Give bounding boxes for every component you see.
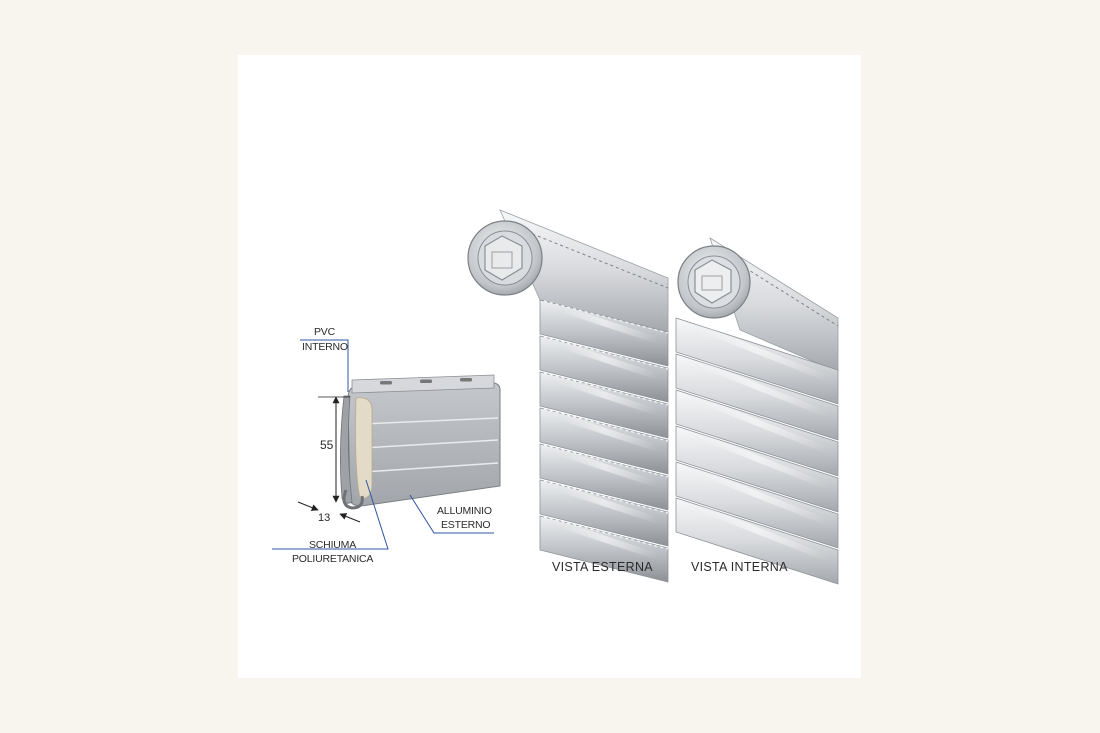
external-slat-highlight	[560, 341, 658, 380]
internal-slat-highlight	[696, 359, 828, 418]
schiuma-leader: SCHIUMA POLIURETANICA	[272, 479, 389, 565]
label-poliuretanica: POLIURETANICA	[292, 553, 373, 565]
internal-slat	[675, 389, 839, 477]
height-dimension: 55	[318, 396, 350, 503]
height-value: 55	[320, 438, 334, 452]
external-slat	[539, 299, 669, 367]
external-slat-highlight	[560, 485, 658, 524]
internal-slat-highlight	[696, 503, 828, 562]
thickness-dimension: 13	[297, 501, 361, 524]
internal-slat	[675, 425, 839, 513]
label-pvc: PVC	[314, 326, 336, 338]
external-slat	[539, 371, 669, 439]
label-interno: INTERNO	[302, 341, 348, 353]
external-slat	[539, 335, 669, 403]
external-slat-highlight	[560, 449, 658, 488]
internal-slat-highlight	[696, 323, 828, 382]
internal-slat	[675, 461, 839, 549]
caption-vista-interna: VISTA INTERNA	[691, 560, 788, 574]
slat-profile-section	[340, 374, 501, 510]
external-slat	[539, 407, 669, 475]
external-slat-highlight	[560, 521, 658, 560]
external-slat	[539, 443, 669, 511]
alluminio-leader: ALLUMINIO ESTERNO	[409, 494, 494, 534]
internal-slat-highlight	[696, 395, 828, 454]
external-slat	[539, 515, 669, 583]
internal-slat	[675, 353, 839, 441]
vista-interna-illustration	[675, 237, 839, 585]
label-alluminio: ALLUMINIO	[437, 505, 492, 517]
external-slat-highlight	[560, 413, 658, 452]
label-schiuma: SCHIUMA	[309, 539, 356, 551]
vista-esterna-illustration	[467, 209, 669, 583]
internal-slat-highlight	[696, 467, 828, 526]
thickness-value: 13	[318, 512, 330, 524]
external-slat-highlight	[560, 305, 658, 344]
label-esterno: ESTERNO	[441, 519, 490, 531]
external-slat	[539, 479, 669, 547]
internal-slat	[675, 317, 839, 405]
external-slat-highlight	[560, 377, 658, 416]
pvc-leader: PVC INTERNO	[300, 326, 349, 392]
polyurethane-foam-core	[355, 397, 373, 499]
caption-vista-esterna: VISTA ESTERNA	[552, 560, 653, 574]
internal-slat	[675, 497, 839, 585]
internal-slat-highlight	[696, 431, 828, 490]
